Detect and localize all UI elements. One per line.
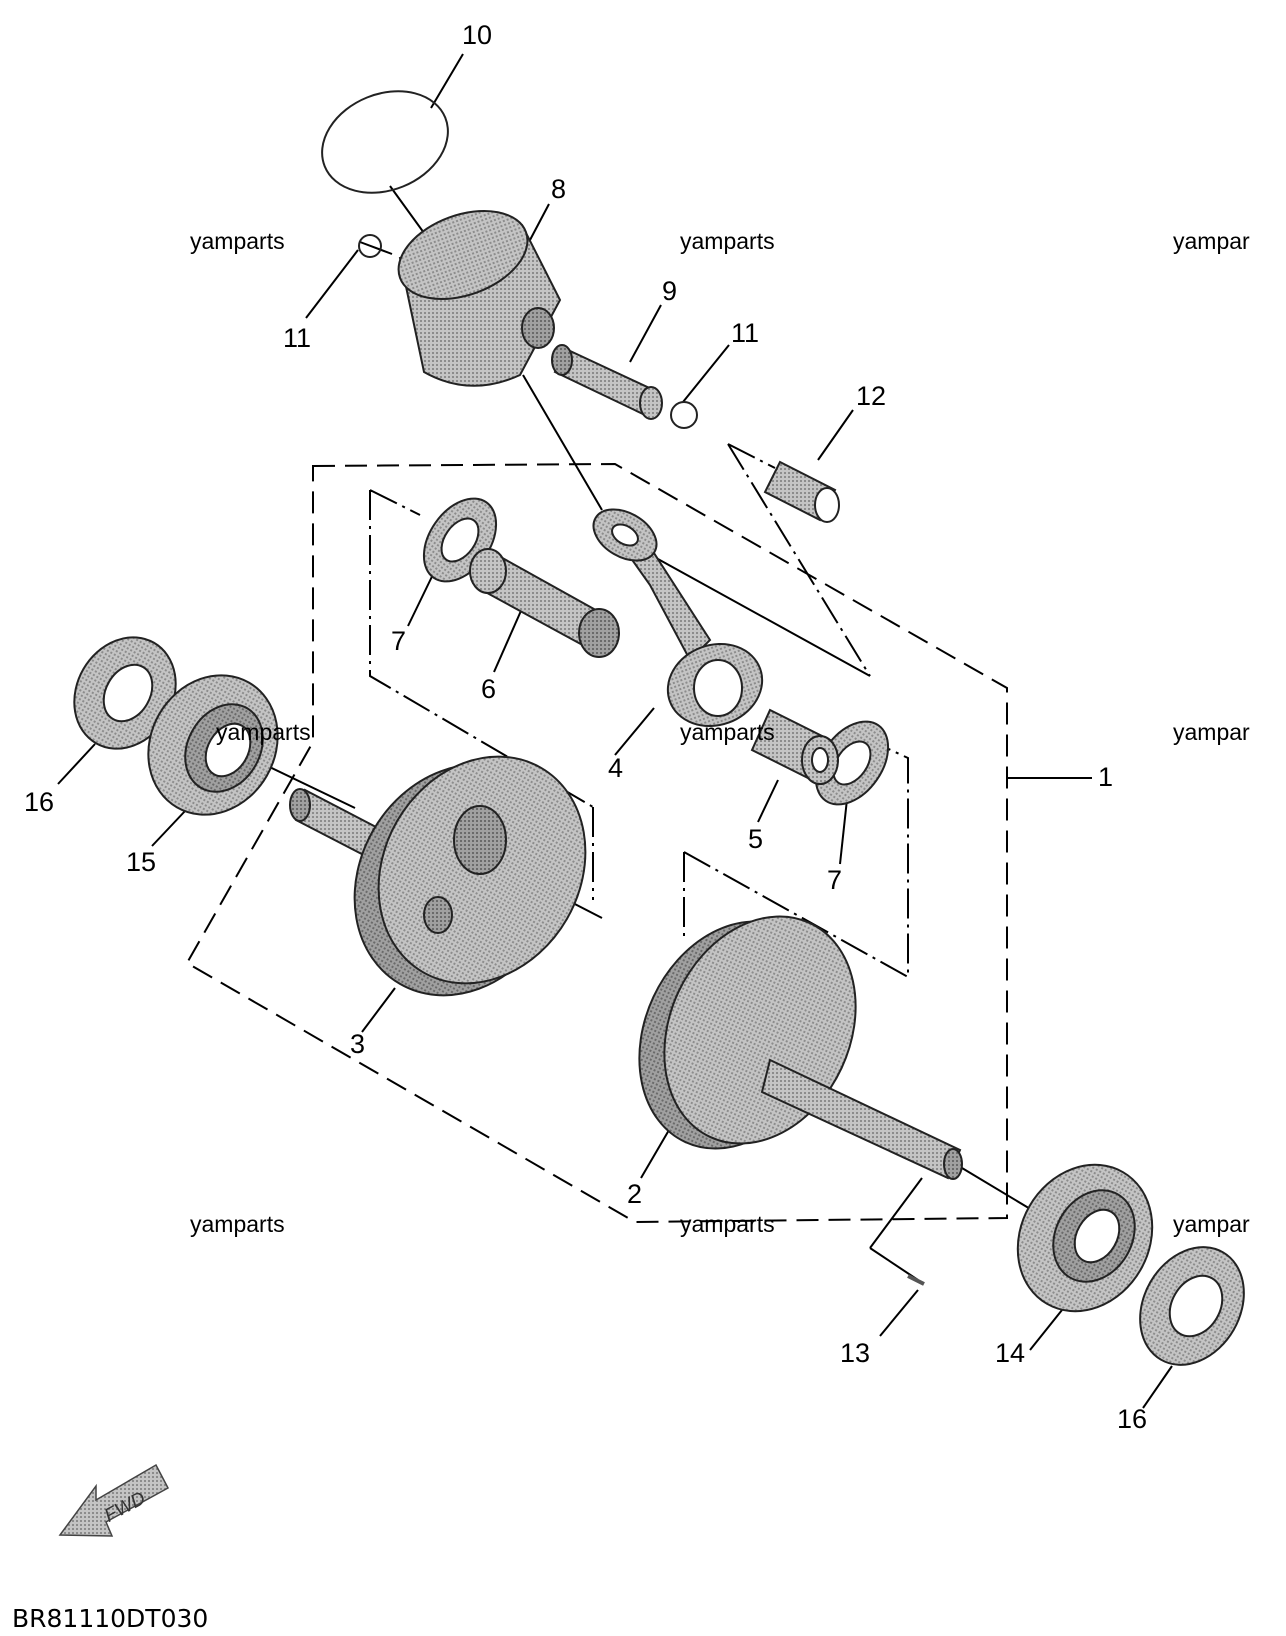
forward-direction-arrow: FWD <box>58 1463 170 1537</box>
diagram-code: BR81110DT030 <box>12 1604 208 1633</box>
oil-seal-right <box>1139 1246 1245 1366</box>
watermark: yamparts <box>216 719 311 745</box>
bracket-bearing-12 <box>727 443 871 677</box>
crank-pin <box>469 548 620 658</box>
callout-13: 13 <box>840 1338 870 1368</box>
piston <box>397 209 562 387</box>
callout-3: 3 <box>350 1029 365 1059</box>
watermark: yamparts <box>680 1211 775 1237</box>
watermark: yamparts <box>190 228 285 254</box>
big-end-needle-bearing <box>750 708 839 785</box>
callout-11-left: 11 <box>283 323 311 353</box>
watermark: yamparts <box>680 719 775 745</box>
callout-10: 10 <box>462 20 492 50</box>
oil-seal-left <box>73 636 177 750</box>
callout-16-left: 16 <box>24 787 54 817</box>
bracket-left-group <box>369 489 594 900</box>
watermark: yampar <box>1173 719 1250 745</box>
piston-ring <box>321 90 449 194</box>
watermark: yampar <box>1173 228 1250 254</box>
callout-2: 2 <box>627 1179 642 1209</box>
crank-bearing-left <box>147 674 279 816</box>
bracket-right-group <box>683 744 909 979</box>
callout-7-left: 7 <box>391 626 406 656</box>
crankshaft-assembly-boundary <box>185 462 1008 1224</box>
callout-1: 1 <box>1098 762 1113 792</box>
callout-7-right: 7 <box>827 865 842 895</box>
callout-4: 4 <box>608 753 623 783</box>
callout-6: 6 <box>481 674 496 704</box>
callout-5: 5 <box>748 824 763 854</box>
piston-pin-clip-right <box>670 401 698 429</box>
thrust-washer-right <box>814 720 890 806</box>
callout-8: 8 <box>551 174 566 204</box>
callout-16-right: 16 <box>1117 1404 1147 1434</box>
callout-11-right: 11 <box>731 318 759 348</box>
callout-14: 14 <box>995 1338 1025 1368</box>
crankshaft-left-half <box>289 755 587 997</box>
callout-9: 9 <box>662 276 677 306</box>
crankshaft-right-half <box>638 915 963 1180</box>
connecting-rod <box>592 508 764 728</box>
woodruff-key <box>907 1274 925 1286</box>
watermark: yamparts <box>680 228 775 254</box>
piston-pin-clip-left <box>358 234 382 258</box>
callout-12: 12 <box>856 381 886 411</box>
small-end-needle-bearing <box>763 460 840 523</box>
callout-15: 15 <box>126 847 156 877</box>
crank-bearing-right <box>1016 1163 1154 1313</box>
piston-pin <box>551 344 663 420</box>
watermark: yampar <box>1173 1211 1250 1237</box>
watermark: yamparts <box>190 1211 285 1237</box>
